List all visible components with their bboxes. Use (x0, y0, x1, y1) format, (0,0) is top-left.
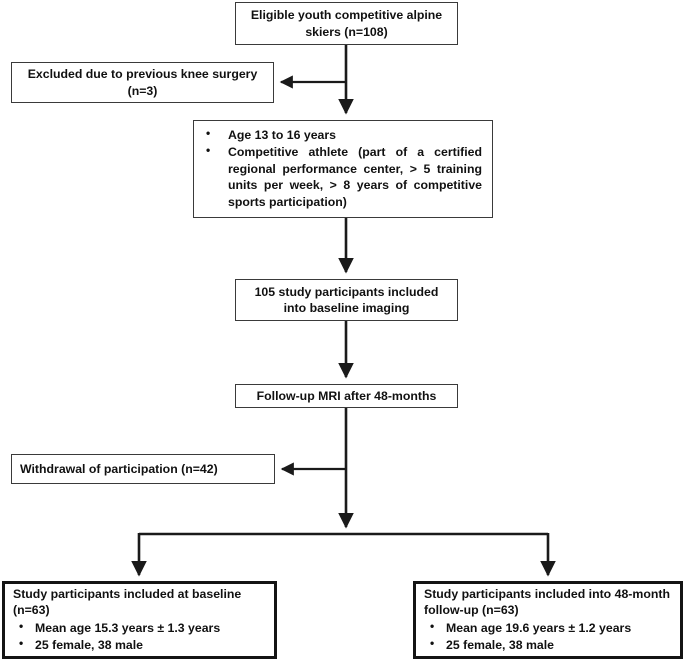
node-followup-mri: Follow-up MRI after 48-months (235, 384, 458, 408)
node-followup-mri-text: Follow-up MRI after 48-months (256, 388, 437, 403)
node-withdrawal: Withdrawal of participation (n=42) (11, 454, 275, 484)
node-baseline-participants-headline: Study participants included at baseline … (13, 586, 242, 618)
node-inclusion-criteria: Age 13 to 16 years Competitive athlete (… (193, 120, 493, 218)
node-excluded-text: Excluded due to previous knee surgery (n… (27, 67, 258, 98)
node-baseline-participants: Study participants included at baseline … (2, 581, 277, 659)
node-baseline-imaging: 105 study participants included into bas… (235, 279, 458, 321)
baseline-participants-bullet-age: Mean age 15.3 years ± 1.3 years (13, 618, 266, 636)
criteria-bullet-athlete: Competitive athlete (part of a certified… (194, 143, 482, 209)
node-baseline-imaging-text: 105 study participants included into bas… (254, 284, 439, 315)
node-baseline-participants-body: Study participants included at baseline … (5, 586, 274, 654)
baseline-participants-bullet-sex: 25 female, 38 male (13, 636, 266, 653)
node-eligible-participants: Eligible youth competitive alpine skiers… (235, 2, 458, 45)
followup-participants-bullet-sex: 25 female, 38 male (424, 636, 672, 653)
followup-participants-bullet-age: Mean age 19.6 years ± 1.2 years (424, 618, 672, 636)
node-criteria-body: Age 13 to 16 years Competitive athlete (… (194, 126, 492, 211)
node-eligible-text: Eligible youth competitive alpine skiers… (250, 8, 443, 39)
baseline-participants-bullet-list: Mean age 15.3 years ± 1.3 years 25 femal… (13, 618, 266, 654)
node-followup-participants: Study participants included into 48-mont… (413, 581, 683, 659)
followup-participants-bullet-list: Mean age 19.6 years ± 1.2 years 25 femal… (424, 618, 672, 654)
node-followup-participants-body: Study participants included into 48-mont… (416, 586, 680, 654)
node-followup-participants-headline: Study participants included into 48-mont… (424, 586, 670, 618)
node-excluded-knee-surgery: Excluded due to previous knee surgery (n… (11, 62, 274, 103)
criteria-bullet-list: Age 13 to 16 years Competitive athlete (… (194, 126, 482, 210)
node-withdrawal-text: Withdrawal of participation (n=42) (20, 461, 218, 476)
criteria-bullet-age: Age 13 to 16 years (194, 126, 482, 143)
